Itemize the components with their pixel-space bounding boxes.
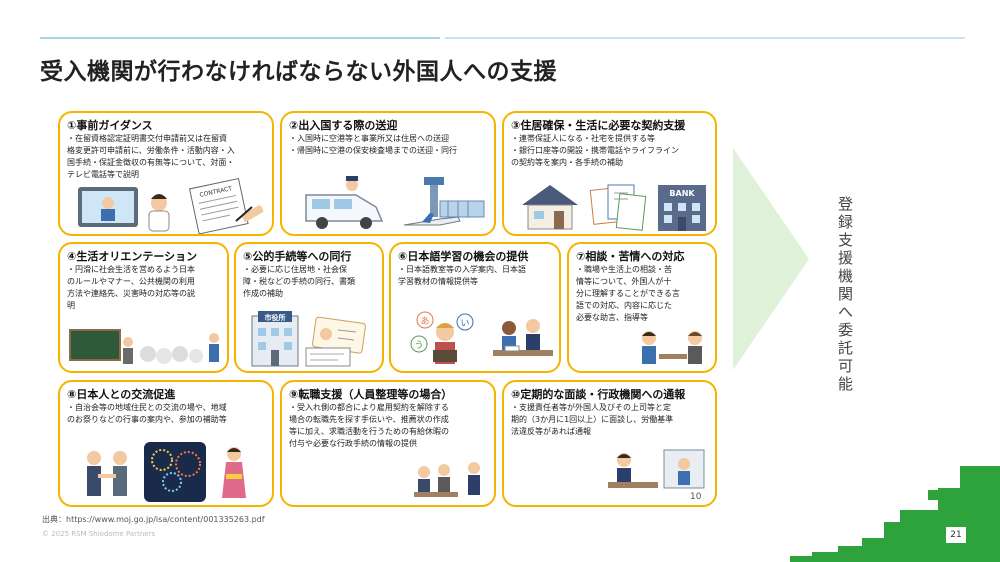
card-line: ・帰国時に空港の保安検査場までの送迎・同行 (289, 146, 457, 155)
city-hall-sign: 市役所 (265, 313, 286, 322)
outsourcing-label: 登録支援機関へ委託可能 (836, 196, 854, 394)
card-line: ・支援責任者等が外国人及びその上司等と定 (511, 403, 671, 412)
card-title: ⑤公的手続等への同行 (243, 250, 352, 263)
card-line: のお祭りなどの行事の案内や、参加の補助等 (67, 415, 227, 424)
city-hall-illustration: 市役所 (251, 311, 366, 367)
chevron-arrow-icon (733, 148, 809, 370)
card-line: テレビ電話等で説明 (67, 170, 139, 179)
kana-bubble: あ (420, 316, 429, 327)
card-life-orientation: ④生活オリエンテーション ・円滑に社会生活を営めるよう日本 のルールやマナー、公… (58, 242, 229, 373)
card-line: 分に理解することができる言 (576, 289, 680, 298)
card-japanese-learning: ⑥日本語学習の機会の提供 ・日本語教室等の入学案内、日本語 学習教材の情報提供等… (389, 242, 561, 373)
card-body: ・円滑に社会生活を営めるよう日本 のルールやマナー、公共機関の利用 方法や連絡先… (67, 264, 195, 312)
card-pre-guidance: ①事前ガイダンス ・在留資格認定証明書交付申請前又は在留資 格変更許可申請前に、… (58, 111, 274, 236)
slide-number: 21 (946, 527, 966, 543)
van-illustration (305, 176, 384, 229)
card-line: 方法や連絡先、災害時の対応等の説 (67, 289, 195, 298)
card-title: ④生活オリエンテーション (67, 250, 198, 263)
festival-illustration (87, 442, 246, 502)
documents-illustration (589, 184, 647, 231)
source-citation: 出典：https://www.moj.go.jp/isa/content/001… (42, 515, 265, 524)
kana-bubble: い (460, 319, 469, 329)
copyright-text: © 2025 RSM Shiodome Partners (42, 530, 156, 538)
card-consultation: ⑦相談・苦情への対応 ・職場や生活上の相談・苦 情等について、外国人が十 分に理… (567, 242, 717, 373)
card-title: ⑦相談・苦情への対応 (576, 250, 685, 263)
card-line: 必要な助言、指導等 (576, 313, 648, 322)
card-title: ⑩定期的な面談・行政機関への通報 (511, 388, 686, 401)
card-line: 障・税などの手続の同行、書類 (243, 277, 355, 286)
card-body: ・在留資格認定証明書交付申請前又は在留資 格変更許可申請前に、労働条件・活動内容… (67, 133, 235, 181)
card-body: ・支援責任者等が外国人及びその上司等と定 期的（3か月に1回以上）に面談し、労働… (511, 402, 673, 438)
inner-page-number: 10 (690, 492, 702, 502)
study-illustration: あ い う (410, 311, 553, 364)
card-housing-support: ③住居確保・生活に必要な契約支援 ・連帯保証人になる・社宅を提供する等 ・銀行口… (502, 111, 717, 236)
card-title: ①事前ガイダンス (67, 119, 153, 132)
bank-label: BANK (669, 189, 695, 198)
card-line: 明 (67, 301, 75, 310)
card-line: ・銀行口座等の開設・携帯電話やライフライン (511, 146, 679, 155)
card-line: ・職場や生活上の相談・苦 (576, 265, 672, 274)
card-body: ・職場や生活上の相談・苦 情等について、外国人が十 分に理解することができる言 … (576, 264, 680, 324)
interview-illustration (414, 462, 480, 497)
card-body: ・受入れ側の都合により雇用契約を解除する 場合の転職先を探す手伝いや、推薦状の作… (289, 402, 449, 450)
card-public-procedures: ⑤公的手続等への同行 ・必要に応じ住居地・社会保 障・税などの手続の同行、書類 … (234, 242, 384, 373)
card-line: 作成の補助 (243, 289, 283, 298)
card-body: ・入国時に空港等と事業所又は住居への送迎 ・帰国時に空港の保安検査場までの送迎・… (289, 133, 457, 157)
card-line: 情等について、外国人が十 (576, 277, 672, 286)
card-line: ・連帯保証人になる・社宅を提供する等 (511, 134, 655, 143)
card-line: ・円滑に社会生活を営めるよう日本 (67, 265, 195, 274)
card-title: ③住居確保・生活に必要な契約支援 (511, 119, 686, 132)
kana-bubble: う (414, 340, 423, 351)
support-items-panel: ①事前ガイダンス ・在留資格認定証明書交付申請前又は在留資 格変更許可申請前に、… (58, 103, 717, 509)
card-body: ・必要に応じ住居地・社会保 障・税などの手続の同行、書類 作成の補助 (243, 264, 355, 300)
card-line: ・入国時に空港等と事業所又は住居への送迎 (289, 134, 449, 143)
counseling-illustration (642, 331, 702, 364)
card-regular-interview: ⑩定期的な面談・行政機関への通報 ・支援責任者等が外国人及びその上司等と定 期的… (502, 380, 717, 507)
card-line: 国手続・保証金徴収の有無等について、対面・ (67, 158, 235, 167)
card-line: ・自治会等の地域住民との交流の場や、地域 (67, 403, 227, 412)
bank-illustration: BANK (658, 185, 706, 231)
card-line: 期的（3か月に1回以上）に面談し、労働基準 (511, 415, 674, 424)
card-body: ・日本語教室等の入学案内、日本語 学習教材の情報提供等 (398, 264, 526, 288)
card-line: ・在留資格認定証明書交付申請前又は在留資 (67, 134, 227, 143)
video-call-illustration (78, 187, 170, 232)
card-line: の契約等を案内・各手続の補助 (511, 158, 623, 167)
header-rule-right (445, 37, 965, 39)
card-line: ・日本語教室等の入学案内、日本語 (398, 265, 526, 274)
meeting-illustration (608, 449, 705, 489)
card-line: 学習教材の情報提供等 (398, 277, 478, 286)
card-line: 付与や必要な行政手続の情報の提供 (289, 439, 417, 448)
card-line: 語での対応、内容に応じた (576, 301, 672, 310)
airport-illustration (403, 177, 485, 226)
card-line: ・必要に応じ住居地・社会保 (243, 265, 347, 274)
house-illustration (522, 185, 578, 230)
card-line: 法違反等があれば通報 (511, 427, 591, 436)
card-title: ⑥日本語学習の機会の提供 (398, 250, 529, 263)
card-line: のルールやマナー、公共機関の利用 (67, 277, 195, 286)
contract-illustration: CONTRACT (188, 177, 264, 234)
card-line: 等に加え、求職活動を行うための有給休暇の (289, 427, 449, 436)
card-line: ・受入れ側の都合により雇用契約を解除する (289, 403, 449, 412)
card-line: 場合の転職先を探す手伝いや、推薦状の作成 (289, 415, 449, 424)
header-rule-left (40, 37, 440, 39)
card-airport-transfer: ②出入国する際の送迎 ・入国時に空港等と事業所又は住居への送迎 ・帰国時に空港の… (280, 111, 496, 236)
card-line: 格変更許可申請前に、労働条件・活動内容・入 (67, 146, 235, 155)
card-job-change-support: ⑨転職支援（人員整理等の場合） ・受入れ側の都合により雇用契約を解除する 場合の… (280, 380, 496, 507)
orientation-illustration (69, 329, 219, 364)
card-community-exchange: ⑧日本人との交流促進 ・自治会等の地域住民との交流の場や、地域 のお祭りなどの行… (58, 380, 274, 507)
card-title: ⑧日本人との交流促進 (67, 388, 176, 401)
card-body: ・自治会等の地域住民との交流の場や、地域 のお祭りなどの行事の案内や、参加の補助… (67, 402, 227, 426)
page-title: 受入機関が行わなければならない外国人への支援 (40, 59, 557, 85)
card-title: ②出入国する際の送迎 (289, 119, 398, 132)
card-title: ⑨転職支援（人員整理等の場合） (289, 388, 453, 401)
card-body: ・連帯保証人になる・社宅を提供する等 ・銀行口座等の開設・携帯電話やライフライン… (511, 133, 679, 169)
